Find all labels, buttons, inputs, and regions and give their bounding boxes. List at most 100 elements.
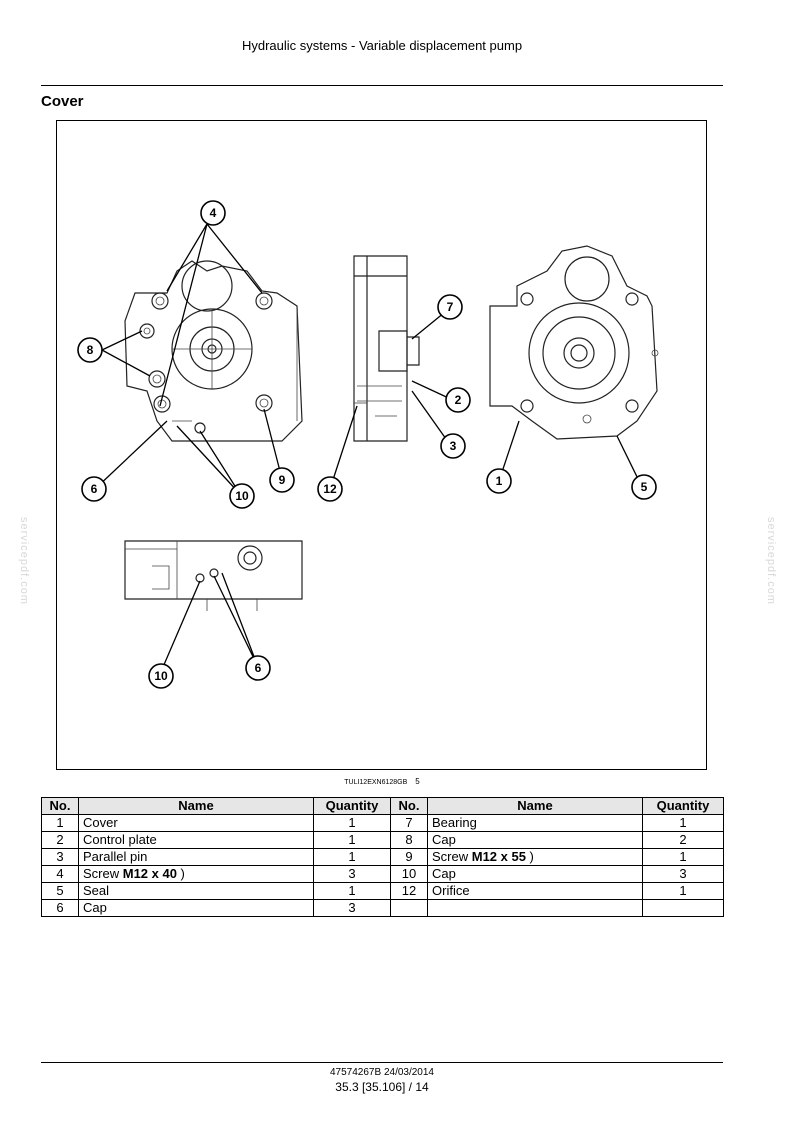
figure-number: 5	[415, 777, 420, 786]
cell-name: Cap	[78, 899, 314, 917]
cell-qty: 1	[313, 882, 391, 900]
svg-text:12: 12	[323, 482, 337, 496]
header-no-left: No.	[41, 797, 79, 815]
callout-2: 2	[445, 387, 471, 413]
cell-no: 9	[390, 848, 428, 866]
cell-qty: 3	[313, 899, 391, 917]
table-row: 3 Parallel pin 1 9 Screw M12 x 55 ) 1	[41, 848, 724, 866]
cell-name: Bearing	[427, 814, 643, 832]
cell-no: 3	[41, 848, 79, 866]
figure-reference: TULI12EXN6128GB	[344, 779, 408, 786]
cover-front-view	[124, 260, 303, 442]
header-divider	[41, 85, 723, 86]
svg-text:5: 5	[641, 480, 648, 494]
cell-qty: 1	[642, 814, 724, 832]
svg-text:10: 10	[154, 669, 168, 683]
callout-10-bottom: 10	[148, 663, 174, 689]
cell-name: Screw M12 x 55 )	[427, 848, 643, 866]
callout-3: 3	[440, 433, 466, 459]
cell-no: 7	[390, 814, 428, 832]
cell-name: Screw M12 x 40 )	[78, 865, 314, 883]
callout-7: 7	[437, 294, 463, 320]
cell-qty: 2	[642, 831, 724, 849]
footer-divider	[41, 1062, 723, 1063]
header-name-left: Name	[78, 797, 314, 815]
table-row: 6 Cap 3	[41, 899, 724, 917]
cell-empty	[390, 899, 428, 917]
cell-no: 5	[41, 882, 79, 900]
svg-text:8: 8	[87, 343, 94, 357]
cover-bottom-view	[124, 540, 303, 611]
callout-9: 9	[269, 467, 295, 493]
cell-qty: 3	[313, 865, 391, 883]
svg-text:6: 6	[255, 661, 262, 675]
svg-text:2: 2	[455, 393, 462, 407]
cell-name: Control plate	[78, 831, 314, 849]
cell-name: Seal	[78, 882, 314, 900]
svg-text:4: 4	[210, 206, 217, 220]
svg-text:9: 9	[279, 473, 286, 487]
svg-text:3: 3	[450, 439, 457, 453]
cell-no: 4	[41, 865, 79, 883]
cell-no: 10	[390, 865, 428, 883]
figure-caption: TULI12EXN6128GB 5	[0, 777, 764, 786]
callout-10-top: 10	[229, 483, 255, 509]
footer-document-reference: 47574267B 24/03/2014	[330, 1067, 434, 1078]
cell-empty	[427, 899, 643, 917]
cell-empty	[642, 899, 724, 917]
callout-6-top: 6	[81, 476, 107, 502]
cell-qty: 1	[642, 848, 724, 866]
cell-qty: 1	[642, 882, 724, 900]
header-name-right: Name	[427, 797, 643, 815]
callout-1: 1	[486, 468, 512, 494]
footer-page-number: 35.3 [35.106] / 14	[335, 1080, 429, 1094]
callout-12: 12	[317, 476, 343, 502]
cell-name-suffix: )	[176, 866, 185, 881]
cell-no: 2	[41, 831, 79, 849]
table-row: 5 Seal 1 12 Orifice 1	[41, 882, 724, 900]
svg-text:7: 7	[447, 300, 454, 314]
cover-side-view	[353, 255, 420, 442]
cell-name: Orifice	[427, 882, 643, 900]
cover-rear-view	[489, 245, 659, 440]
callout-8: 8	[77, 337, 103, 363]
cell-no: 12	[390, 882, 428, 900]
cell-name-prefix: Screw	[83, 866, 123, 881]
cell-name-size: M12 x 40	[122, 866, 177, 881]
parts-table: No. Name Quantity No. Name Quantity 1 Co…	[41, 797, 724, 917]
exploded-diagram: 4 8 6 10 9 7 2 3 12 1 5 10 6	[56, 120, 707, 770]
callout-5: 5	[631, 474, 657, 500]
header-no-right: No.	[390, 797, 428, 815]
table-row: 2 Control plate 1 8 Cap 2	[41, 831, 724, 849]
cell-qty: 3	[642, 865, 724, 883]
svg-text:10: 10	[235, 489, 249, 503]
cell-no: 1	[41, 814, 79, 832]
callout-4: 4	[200, 200, 226, 226]
cell-name-prefix: Screw	[432, 849, 472, 864]
cell-name: Parallel pin	[78, 848, 314, 866]
watermark-right: servicepdf.com	[765, 517, 777, 605]
cell-qty: 1	[313, 848, 391, 866]
svg-text:6: 6	[91, 482, 98, 496]
header-quantity-left: Quantity	[313, 797, 391, 815]
cell-name-size: M12 x 55	[471, 849, 526, 864]
callout-6-bottom: 6	[245, 655, 271, 681]
cell-name: Cap	[427, 865, 643, 883]
watermark-left: servicepdf.com	[18, 517, 30, 605]
svg-text:1: 1	[496, 474, 503, 488]
pump-cover-drawing: 4 8 6 10 9 7 2 3 12 1 5 10 6	[77, 200, 659, 689]
page-header-title: Hydraulic systems - Variable displacemen…	[241, 38, 523, 53]
table-row: 4 Screw M12 x 40 ) 3 10 Cap 3	[41, 865, 724, 883]
leader-lines	[94, 223, 643, 675]
header-quantity-right: Quantity	[642, 797, 724, 815]
table-row: 1 Cover 1 7 Bearing 1	[41, 814, 724, 832]
cell-qty: 1	[313, 831, 391, 849]
cell-no: 8	[390, 831, 428, 849]
cell-name: Cap	[427, 831, 643, 849]
cell-no: 6	[41, 899, 79, 917]
cell-qty: 1	[313, 814, 391, 832]
section-title: Cover	[41, 93, 84, 110]
cell-name-suffix: )	[525, 849, 534, 864]
table-header-row: No. Name Quantity No. Name Quantity	[41, 797, 724, 815]
cell-name: Cover	[78, 814, 314, 832]
